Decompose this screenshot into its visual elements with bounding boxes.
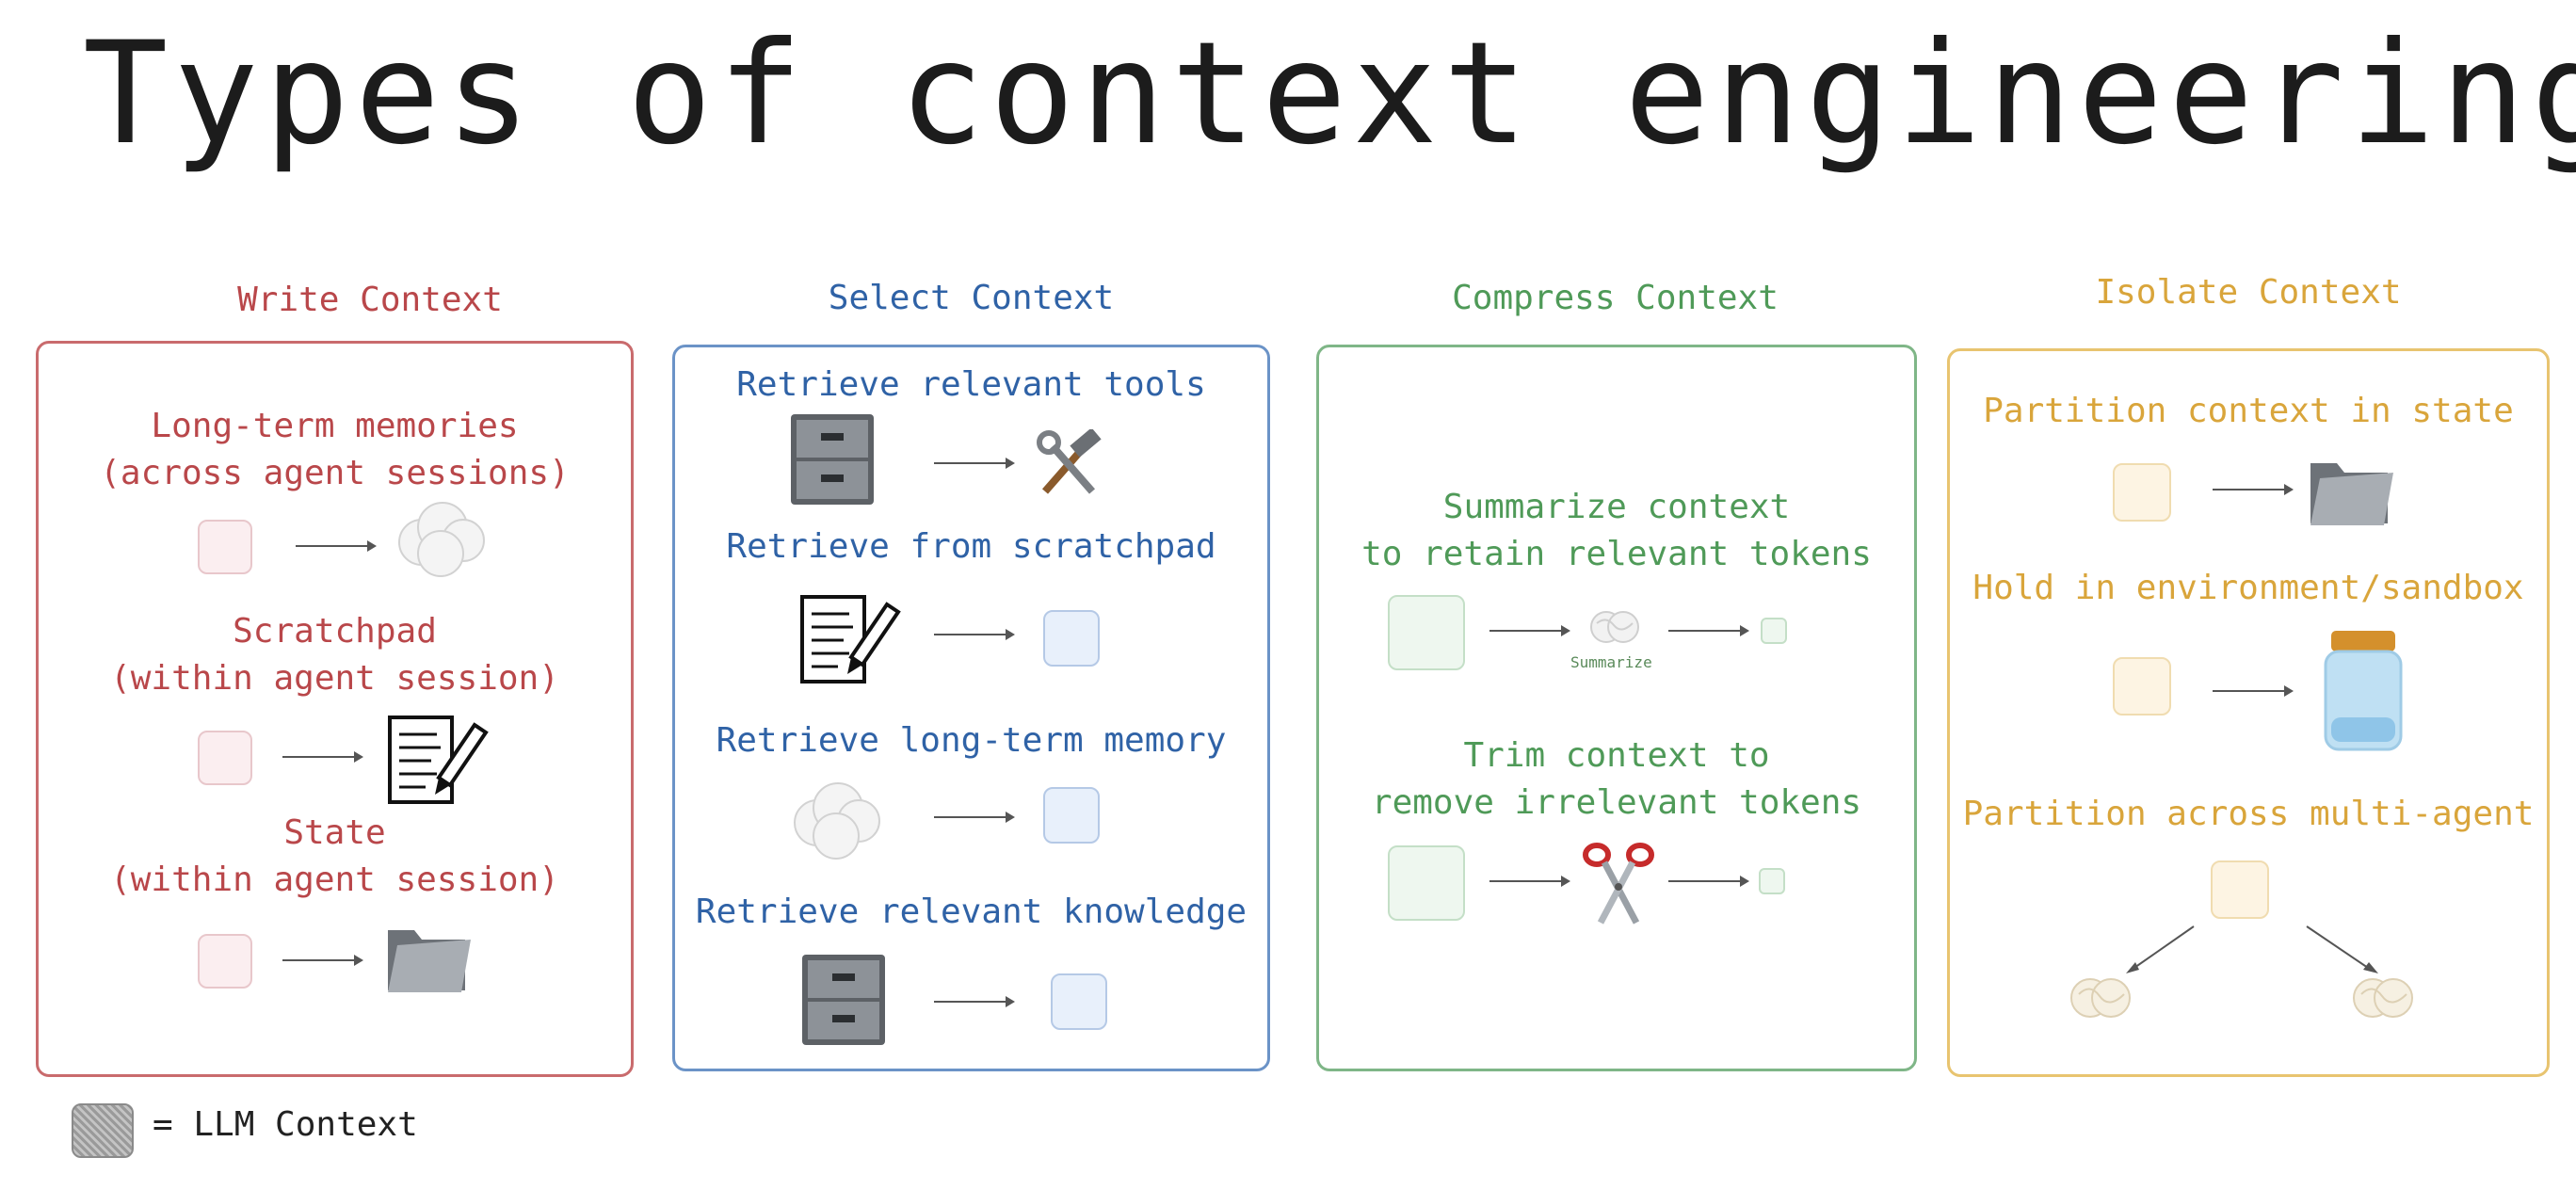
arrow-icon — [1668, 625, 1749, 636]
arrow-icon — [282, 955, 363, 966]
llm-context-square — [2113, 657, 2171, 716]
llm-context-square — [2113, 463, 2171, 522]
compress-item-trim: Trim context to remove irrelevant tokens — [1371, 736, 1862, 822]
memory-cloud-icon — [794, 782, 880, 860]
select-item-tools: Retrieve relevant tools — [736, 365, 1206, 404]
select-item-knowledge: Retrieve relevant knowledge — [695, 892, 1248, 931]
arrow-icon — [934, 458, 1015, 469]
isolate-item-partition-state: Partition context in state — [1983, 392, 2514, 430]
select-context-title: Select Context — [828, 279, 1115, 317]
memory-cloud-icon — [398, 502, 485, 577]
arrow-icon — [1489, 876, 1570, 887]
select-context-panel — [672, 345, 1270, 1071]
arrow-icon — [2126, 925, 2195, 973]
isolate-item-sandbox: Hold in environment/sandbox — [1972, 569, 2524, 607]
arrow-icon — [934, 996, 1015, 1007]
llm-context-square — [1388, 845, 1465, 921]
compress-context-panel — [1316, 345, 1917, 1071]
llm-context-square — [1043, 787, 1100, 844]
scratchpad-notepad-icon — [388, 716, 489, 804]
arrow-icon — [296, 540, 377, 552]
tools-hammer-wrench-icon — [1037, 429, 1102, 494]
select-item-scratchpad: Retrieve from scratchpad — [726, 527, 1216, 566]
llm-context-legend-swatch — [72, 1103, 134, 1158]
brain-icon — [2070, 978, 2131, 1018]
write-item-state: State (within agent session) — [110, 813, 559, 899]
arrow-icon — [2306, 925, 2378, 973]
llm-context-legend-label: = LLM Context — [153, 1105, 418, 1144]
write-context-panel — [36, 341, 634, 1077]
brain-icon — [2353, 978, 2413, 1018]
llm-context-square — [1761, 618, 1787, 644]
write-context-title: Write Context — [237, 281, 503, 319]
scratchpad-notepad-icon — [800, 595, 901, 683]
folder-icon — [2310, 463, 2393, 525]
arrow-icon — [934, 629, 1015, 640]
folder-icon — [388, 930, 471, 992]
arrow-icon — [1489, 625, 1570, 636]
scissors-icon — [1583, 843, 1654, 925]
arrow-icon — [282, 751, 363, 763]
compress-item-summarize: Summarize context to retain relevant tok… — [1361, 488, 1872, 573]
llm-context-square — [198, 934, 252, 989]
isolate-item-multi-agent: Partition across multi-agent — [1962, 795, 2535, 833]
llm-context-square — [1043, 610, 1100, 667]
llm-context-square — [2211, 860, 2269, 919]
llm-context-square — [1388, 595, 1465, 670]
isolate-context-panel — [1947, 348, 2550, 1077]
summarize-caption: Summarize — [1570, 653, 1652, 671]
file-cabinet-icon — [802, 955, 885, 1045]
arrow-icon — [1668, 876, 1749, 887]
file-cabinet-icon — [791, 414, 874, 505]
arrow-icon — [2213, 685, 2294, 697]
isolate-context-title: Isolate Context — [2095, 273, 2402, 312]
llm-context-square — [198, 520, 252, 574]
page-title: Types of context engineering — [83, 12, 2576, 176]
llm-context-square — [1759, 868, 1785, 894]
llm-context-square — [198, 731, 252, 785]
select-item-long-term-memory: Retrieve long-term memory — [716, 721, 1227, 760]
brain-icon — [1590, 611, 1639, 643]
arrow-icon — [2213, 484, 2294, 495]
write-item-long-term-memories: Long-term memories (across agent session… — [100, 407, 570, 492]
arrow-icon — [934, 812, 1015, 823]
sandbox-jar-icon — [2324, 631, 2403, 751]
compress-context-title: Compress Context — [1452, 279, 1779, 317]
llm-context-square — [1051, 973, 1107, 1030]
write-item-scratchpad: Scratchpad (within agent session) — [110, 612, 559, 698]
